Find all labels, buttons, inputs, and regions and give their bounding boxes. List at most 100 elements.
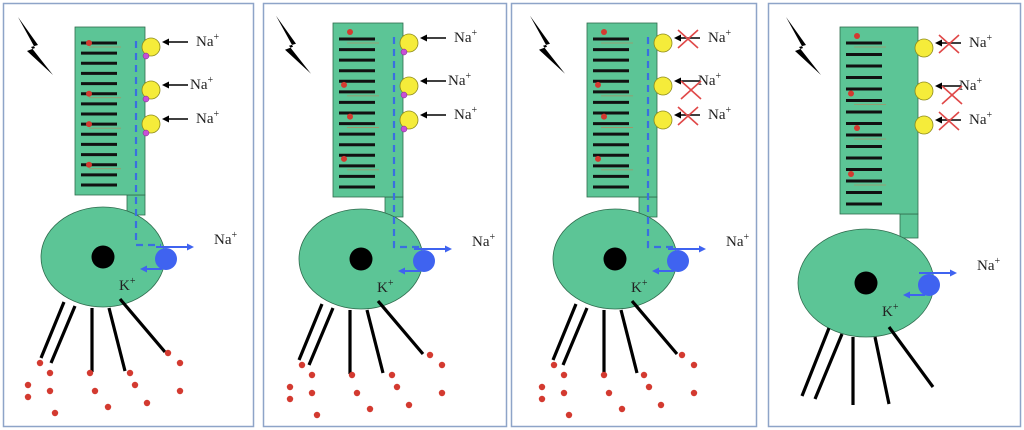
neurotransmitter-vesicle (298, 361, 306, 369)
pump-k-label: K+ (631, 278, 648, 296)
arrow-head (652, 267, 659, 275)
neurotransmitter-vesicle (131, 381, 139, 389)
na-label-superscript: + (726, 28, 732, 39)
neurotransmitter-vesicle (640, 371, 648, 379)
neurotransmitter-vesicle (438, 389, 446, 397)
pump-na-label: Na+ (214, 230, 238, 248)
outer-segment (74, 26, 146, 196)
arrow-head (903, 291, 910, 299)
synaptic-process (813, 333, 844, 400)
na-label-base: Na (190, 77, 208, 93)
sodium-channel (653, 110, 673, 130)
arrow-head (674, 77, 681, 85)
lightning-bolt-icon (276, 15, 311, 74)
synaptic-process (107, 307, 127, 372)
synaptic-process (873, 336, 891, 405)
photopigment-marker (595, 81, 601, 88)
neurotransmitter-vesicle (618, 405, 626, 413)
synaptic-process (307, 307, 335, 366)
neurotransmitter-vesicle (286, 383, 294, 391)
nucleus (91, 245, 115, 269)
na-label: Na+ (454, 105, 478, 123)
sodium-channel (399, 33, 419, 53)
pump-k-label-base: K (631, 280, 642, 296)
na-label-base: Na (454, 107, 472, 123)
neurotransmitter-vesicle (286, 395, 294, 403)
photopigment-marker (347, 29, 353, 35)
panel-4: Na+Na+Na+Na+K+ (767, 2, 1022, 428)
na-label: Na+ (708, 28, 732, 46)
nucleus (854, 271, 878, 295)
pump-na-label: Na+ (472, 232, 496, 250)
arrow-head (445, 245, 452, 253)
neurotransmitter-vesicle (308, 389, 316, 397)
photopigment-marker (347, 113, 353, 120)
synaptic-process (551, 303, 578, 361)
na-label: Na+ (969, 110, 993, 128)
neurotransmitter-vesicle (104, 403, 112, 411)
channel-gate (400, 91, 408, 99)
na-label-base: Na (448, 73, 466, 89)
channel-gate (400, 48, 408, 56)
pump-na-label-superscript: + (744, 232, 750, 243)
na-label: Na+ (698, 71, 722, 89)
synaptic-process (297, 303, 324, 361)
blocked-cross-icon (941, 85, 963, 105)
na-label-superscript: + (214, 32, 220, 43)
na-label-base: Na (708, 30, 726, 46)
na-label-base: Na (969, 35, 987, 51)
sodium-channel (914, 115, 934, 135)
neurotransmitter-vesicle (143, 399, 151, 407)
arrow-head (420, 34, 427, 42)
na-label: Na+ (969, 33, 993, 51)
na-label: Na+ (196, 109, 220, 127)
photopigment-marker (86, 121, 92, 128)
photopigment-marker (854, 125, 860, 131)
neurotransmitter-vesicle (36, 359, 44, 367)
photopigment-marker (848, 90, 854, 97)
pump-na-label-superscript: + (232, 230, 238, 241)
blocked-cross-icon (677, 106, 699, 126)
arrow-head (674, 34, 681, 42)
photopigment-marker (854, 33, 860, 39)
pump-na-label-base: Na (726, 234, 744, 250)
sodium-channel (141, 80, 161, 100)
neurotransmitter-vesicle (164, 349, 172, 357)
arrow-head (935, 82, 942, 90)
photopigment-marker (595, 155, 601, 162)
sodium-channel (399, 110, 419, 130)
na-label-superscript: + (208, 75, 214, 86)
na-label-superscript: + (726, 105, 732, 116)
pump-k-label-base: K (377, 280, 388, 296)
arrow-head (140, 265, 147, 273)
ion-pump (667, 250, 689, 272)
pump-k-label: K+ (119, 276, 136, 294)
blocked-cross-icon (938, 34, 960, 54)
sodium-channel (914, 81, 934, 101)
pump-k-label-base: K (119, 278, 130, 294)
na-label: Na+ (708, 105, 732, 123)
neurotransmitter-vesicle (645, 383, 653, 391)
pump-na-label-base: Na (472, 234, 490, 250)
na-label-superscript: + (987, 33, 993, 44)
photopigment-marker (848, 171, 854, 177)
pump-k-label-superscript: + (642, 278, 648, 289)
sodium-channel (653, 33, 673, 53)
synaptic-process (887, 326, 935, 388)
neurotransmitter-vesicle (405, 401, 413, 409)
sodium-channel (399, 76, 419, 96)
axon-stem (899, 213, 919, 239)
neurotransmitter-vesicle (51, 409, 59, 417)
neurotransmitter-vesicle (46, 369, 54, 377)
synaptic-process (376, 299, 425, 356)
arrow-head (935, 39, 942, 47)
neurotransmitter-vesicle (308, 371, 316, 379)
signal-pathway (646, 37, 673, 249)
arrow-head (699, 245, 706, 253)
na-label-superscript: + (472, 105, 478, 116)
photopigment-marker (86, 90, 92, 97)
ion-pump (155, 248, 177, 270)
neurotransmitter-vesicle (538, 383, 546, 391)
na-label-base: Na (196, 34, 214, 50)
na-label-superscript: + (466, 71, 472, 82)
